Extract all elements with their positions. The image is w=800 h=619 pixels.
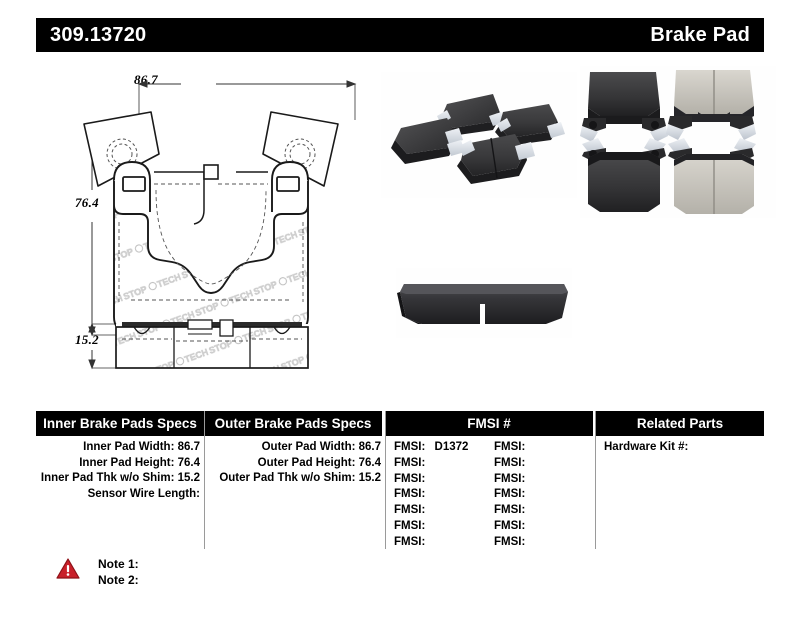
header-inner-specs: Inner Brake Pads Specs: [36, 411, 204, 436]
fmsi-row: FMSI:: [494, 519, 594, 535]
pad-grid-top-right: [666, 70, 756, 140]
pad-photo-3: [391, 118, 465, 164]
spec-value: 15.2: [174, 472, 200, 484]
spec-label: FMSI:: [494, 441, 526, 453]
notes-section: Note 1: Note 2:: [56, 556, 139, 588]
brake-pad-set-angled-photo: [381, 72, 577, 198]
note-item: Note 1:: [98, 557, 139, 571]
header-divider-2: [593, 411, 596, 436]
note-item: Note 2:: [98, 573, 139, 587]
dimension-label-height: 76.4: [75, 195, 99, 210]
fmsi-row: FMSI:: [394, 519, 494, 535]
pad-grid-top-left: [580, 72, 668, 142]
fmsi-row: FMSI:: [494, 487, 594, 503]
column-divider-2: [385, 411, 386, 549]
header-divider-1: [382, 411, 385, 436]
spec-label: FMSI:: [494, 456, 526, 469]
spec-label: Outer Pad Width:: [261, 441, 356, 453]
fmsi-row: FMSI:: [394, 503, 494, 519]
product-type: Brake Pad: [650, 23, 750, 46]
pad-photo-4: [457, 134, 535, 184]
pad-front-view: [83, 111, 339, 334]
fmsi-row: FMSI:: [494, 535, 594, 551]
warning-triangle-icon: [56, 558, 80, 580]
header-bar: 309.13720 Brake Pad: [36, 18, 764, 52]
pad-side-view: [115, 319, 309, 369]
spec-value: 86.7: [355, 441, 381, 453]
spec-value: 76.4: [355, 456, 381, 469]
spec-label: Hardware Kit #:: [604, 441, 689, 453]
fmsi-row: FMSI:: [494, 440, 594, 456]
pad-grid-bottom-right: [668, 138, 756, 214]
fmsi-row: FMSI:: [394, 487, 494, 503]
header-related-parts: Related Parts: [596, 411, 764, 436]
fmsi-row: FMSI:: [494, 472, 594, 488]
spec-label: FMSI:: [494, 488, 526, 501]
outer-spec-row: Outer Pad Width: 86.7: [204, 440, 381, 456]
spec-value: 76.4: [174, 456, 200, 469]
spec-label: FMSI:: [394, 472, 426, 485]
pad-grid-bottom-left: [582, 138, 666, 212]
dimension-width: [137, 80, 357, 120]
header-outer-specs: Outer Brake Pads Specs: [204, 411, 382, 436]
spec-value: 15.2: [355, 472, 381, 484]
outer-spec-row: Outer Pad Thk w/o Shim: 15.2: [204, 471, 381, 487]
outer-spec-row: Outer Pad Height: 76.4: [204, 456, 381, 472]
spec-label: Inner Pad Width:: [83, 441, 175, 453]
fmsi-row: FMSI:: [394, 535, 494, 551]
fmsi-row: FMSI:: [394, 456, 494, 472]
fmsi-subcolumn-2: FMSI: FMSI: FMSI: FMSI: FMSI: FMSI: FMSI:: [494, 440, 594, 551]
inner-spec-row: Inner Pad Width: 86.7: [36, 440, 200, 456]
spec-label: FMSI:: [494, 504, 526, 517]
fmsi-row: FMSI:: [494, 503, 594, 519]
spec-label: Outer Pad Height:: [257, 456, 356, 469]
spec-label: FMSI:: [394, 488, 426, 501]
part-number: 309.13720: [50, 23, 147, 46]
spec-label: FMSI:: [494, 519, 526, 532]
inner-spec-row: Inner Pad Thk w/o Shim: 15.2: [36, 471, 200, 487]
spec-value: 86.7: [174, 441, 200, 453]
spec-label: Outer Pad Thk w/o Shim:: [219, 472, 356, 484]
dimension-thickness: [88, 322, 118, 370]
dimension-label-thickness: 15.2: [75, 332, 99, 347]
spec-label: Inner Pad Thk w/o Shim:: [40, 472, 175, 484]
column-divider-3: [595, 411, 596, 549]
brake-pad-set-grid-photo: [580, 66, 776, 218]
spec-label: FMSI:: [394, 519, 426, 532]
pad-photo-1: [437, 94, 505, 136]
header-fmsi: FMSI #: [385, 411, 593, 436]
inner-spec-row: Sensor Wire Length:: [36, 487, 200, 503]
technical-drawing: 86.7 76.4 15.2 STOP TECH: [36, 62, 386, 382]
inner-spec-row: Inner Pad Height: 76.4: [36, 456, 200, 472]
spec-label: FMSI:: [394, 441, 426, 453]
spec-value: D1372: [431, 441, 469, 453]
spec-label: FMSI:: [394, 456, 426, 469]
fmsi-row: FMSI:: [494, 456, 594, 472]
spec-label: FMSI:: [494, 535, 526, 548]
fmsi-row: FMSI: D1372: [394, 440, 494, 456]
spec-label: Inner Pad Height:: [79, 456, 175, 469]
specifications-table: Inner Brake Pads Specs Outer Brake Pads …: [36, 411, 764, 551]
spec-label: Sensor Wire Length:: [87, 487, 200, 500]
fmsi-row: FMSI:: [394, 472, 494, 488]
related-parts-column: Hardware Kit #:: [595, 440, 763, 551]
table-header-row: Inner Brake Pads Specs Outer Brake Pads …: [36, 411, 764, 436]
spec-label: FMSI:: [494, 472, 526, 485]
brake-pad-edge-photo: [396, 268, 572, 338]
note-lines: Note 1: Note 2:: [98, 556, 139, 588]
spec-label: FMSI:: [394, 535, 426, 548]
related-part-row: Hardware Kit #:: [604, 440, 763, 456]
column-divider-1: [204, 411, 205, 549]
spec-label: FMSI:: [394, 504, 426, 517]
